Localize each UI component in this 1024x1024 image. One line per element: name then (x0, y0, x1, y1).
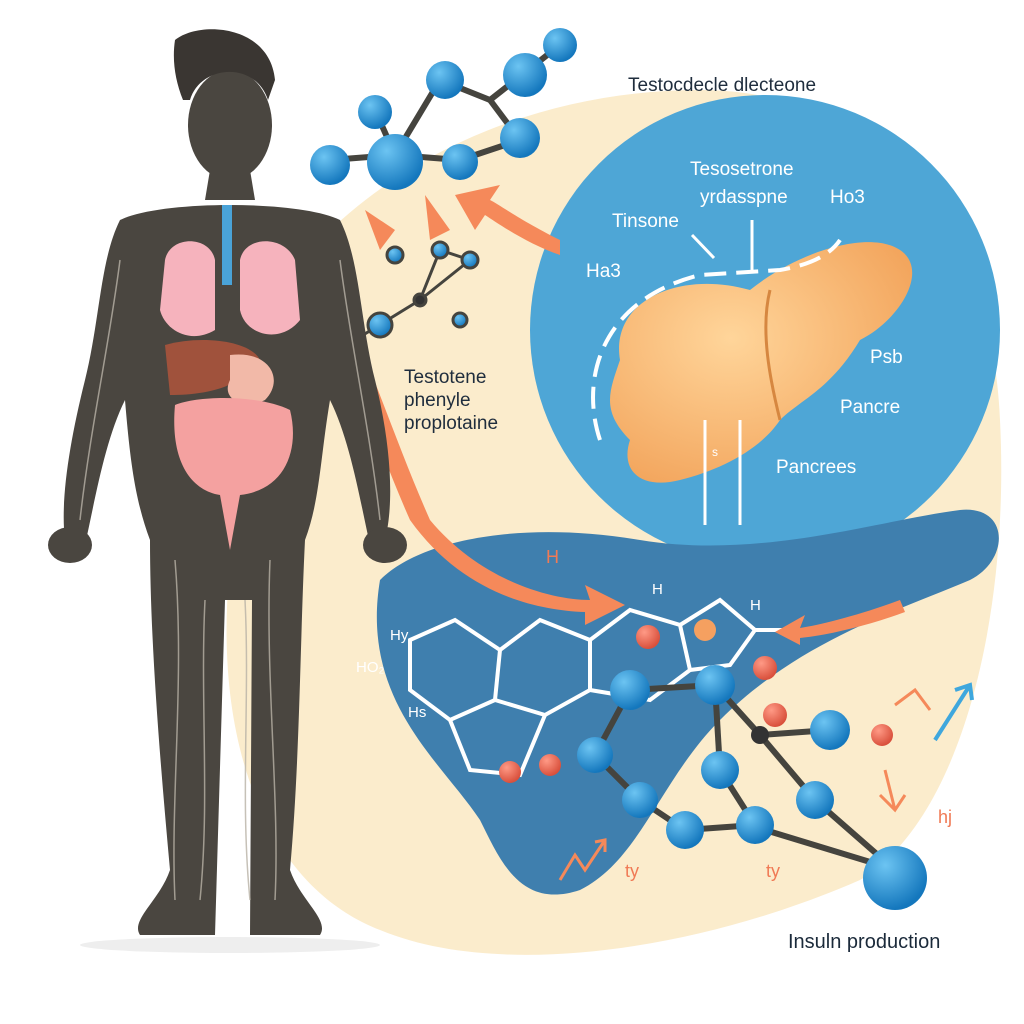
label-h1: H (546, 547, 559, 567)
label-ho2: HO₂ (356, 659, 385, 676)
title-label: Testocdecle dlecteone (628, 75, 817, 96)
label-s: s (712, 445, 718, 459)
label-h2: H (750, 597, 761, 614)
label-hy: Hy (390, 627, 409, 644)
atoms-top (310, 28, 577, 190)
liver-shape (610, 242, 913, 483)
organs (160, 205, 300, 550)
label-ho3: Ho3 (830, 187, 865, 208)
label-tinsone: Tinsone (612, 211, 679, 232)
label-pancrees: Pancrees (776, 457, 857, 478)
pancreas-shape (376, 509, 999, 895)
human-figure (48, 70, 407, 935)
label-ha3: Ha3 (586, 261, 621, 282)
atoms-bottom (499, 619, 927, 910)
footer-label: Insuln production (788, 931, 941, 953)
body-label-line-2: phenyle (404, 390, 471, 411)
label-psb: Psb (870, 347, 903, 368)
body-label-line-3: proplotaine (404, 413, 499, 434)
mark-hj: hj (938, 807, 953, 827)
body-label-line-1: Testotene (404, 367, 487, 388)
veins (79, 259, 381, 901)
label-h-inner: H (652, 581, 663, 598)
molecule-small (354, 240, 480, 342)
label-yrdasspne: yrdasspne (700, 187, 788, 208)
mark-ty-2: ty (766, 861, 781, 881)
label-pancre: Pancre (840, 397, 901, 418)
label-tesosetrone: Tesosetrone (690, 159, 794, 180)
mark-ty-1: ty (625, 861, 640, 881)
hair (173, 29, 275, 100)
label-hs: Hs (408, 704, 427, 721)
shadow (80, 937, 380, 953)
